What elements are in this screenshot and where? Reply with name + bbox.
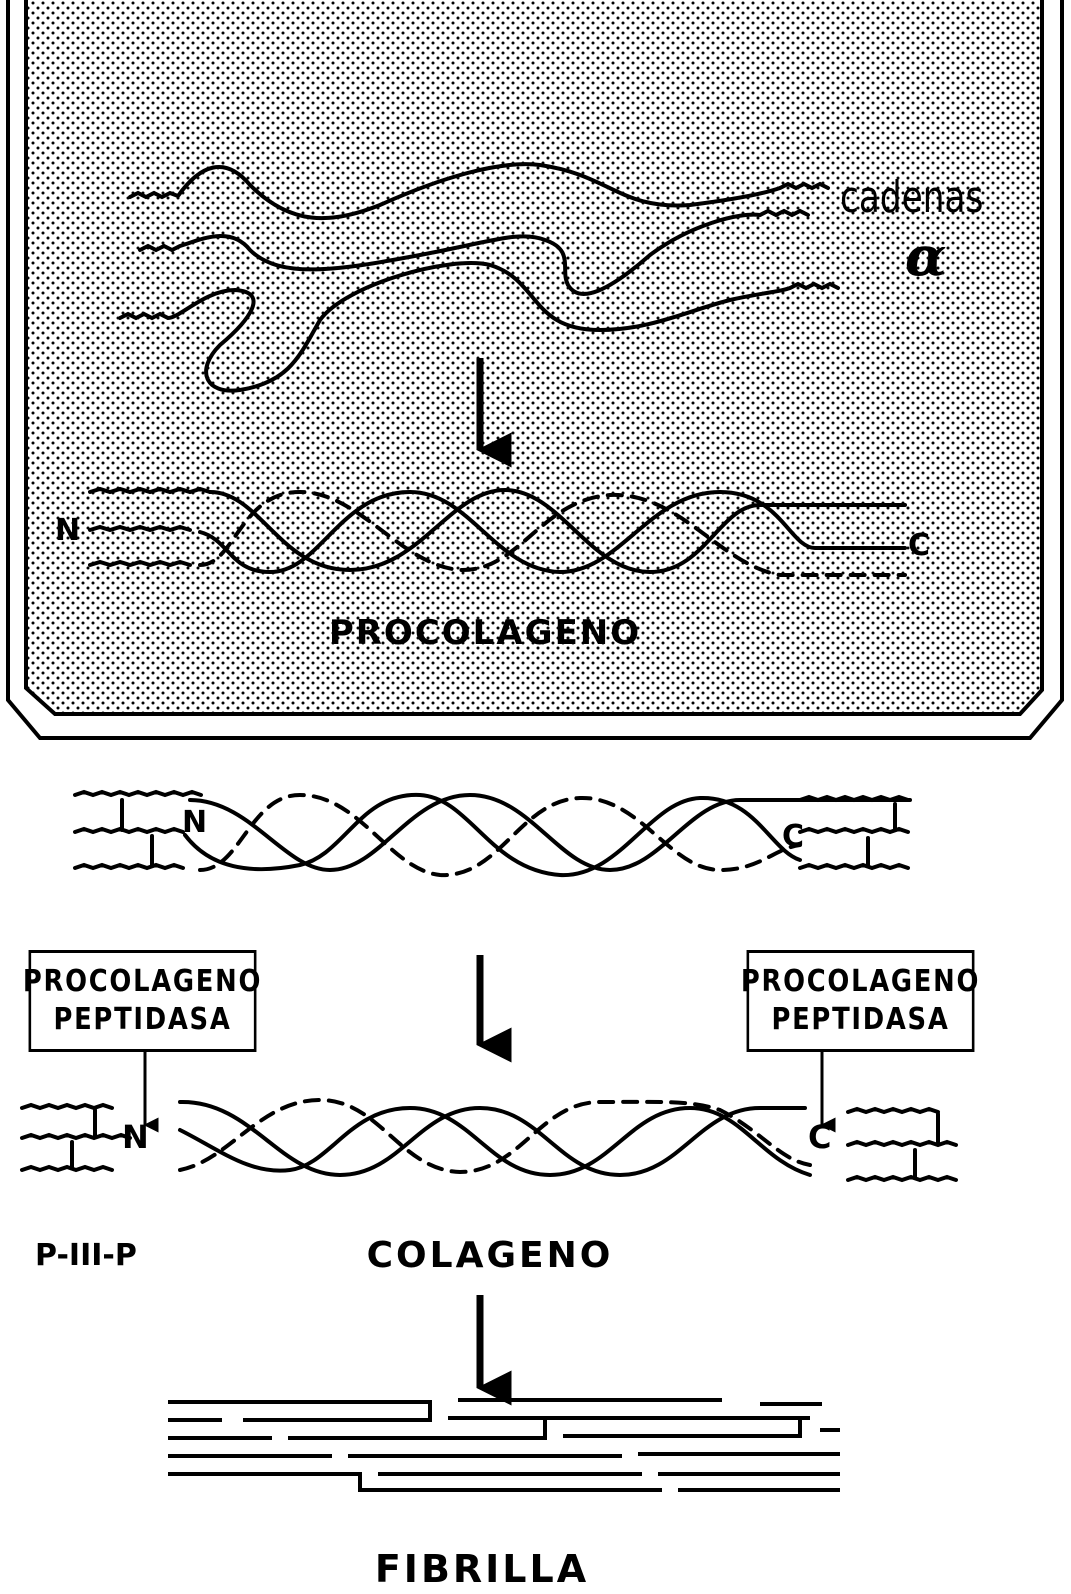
cleaved-c-3 [848,1177,956,1180]
cleaved-n-2 [22,1135,130,1138]
enzyme-right-line1: PROCOLAGENO [741,963,980,1001]
cleaved-c-propeptides [848,1109,956,1180]
collagen-n-label: N [122,1118,149,1156]
secreted-propeptide-c-1 [800,829,908,832]
secreted-propeptide-n-3 [75,865,183,868]
cell-stipple [26,0,1042,714]
secreted-strand-1 [185,795,800,875]
cadenas-label: cadenas [840,172,983,223]
cleaved-n-3 [22,1167,112,1170]
secreted-propeptide-n-1 [75,792,201,795]
secreted-n-label: N [182,805,207,840]
enzyme-left-line2: PEPTIDASA [53,1001,231,1039]
procollagen-n-label: N [55,513,80,548]
cleaved-n-1 [22,1105,112,1108]
enzyme-left-line1: PROCOLAGENO [23,963,262,1001]
enzyme-right-line2: PEPTIDASA [771,1001,949,1039]
procollagen-c-label: C [908,528,930,563]
enzyme-box-left: PROCOLAGENO PEPTIDASA [29,950,257,1052]
procollagen-title: PROCOLAGENO [329,613,641,653]
collagen-helix [180,1100,810,1175]
collagen-strand-2 [180,1108,810,1175]
propeptide-label: P-III-P [35,1238,137,1273]
secreted-c-label: C [782,819,804,854]
fibril-title: FIBRILLA [375,1547,589,1591]
cleaved-c-1 [848,1109,938,1112]
secreted-propeptide-c-0 [800,797,908,800]
alpha-symbol: α [905,224,947,288]
collagen-title: COLAGENO [367,1235,614,1276]
secreted-propeptide-c-2 [800,865,908,868]
fibril [170,1400,838,1490]
collagen-c-label: C [808,1118,831,1156]
enzyme-box-right: PROCOLAGENO PEPTIDASA [747,950,975,1052]
cleaved-n-propeptides [22,1105,130,1170]
secreted-propeptide-n-2 [75,829,183,832]
